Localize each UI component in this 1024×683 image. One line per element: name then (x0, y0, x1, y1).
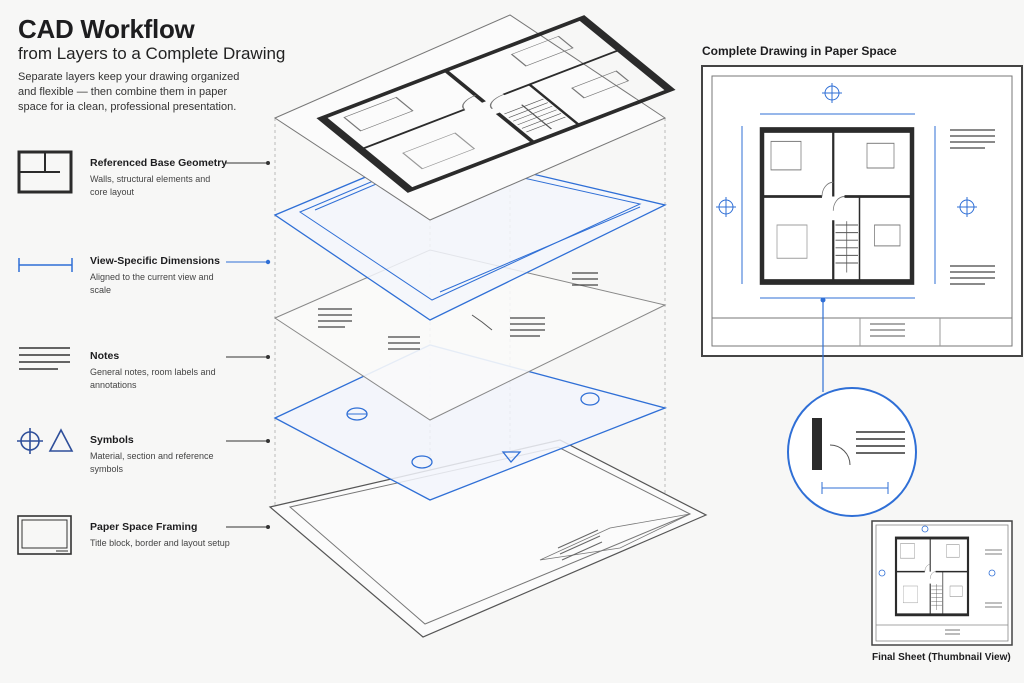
page-title: CAD Workflow (18, 14, 195, 44)
complete-drawing-sheet (701, 65, 1023, 357)
thumbnail-caption: Final Sheet (Thumbnail View) (872, 652, 1011, 663)
sheet-frame-icon (17, 515, 72, 555)
layer-symbols (273, 344, 668, 501)
legend-name: Notes (90, 350, 120, 362)
legend-desc: Title block, border and layout setup (90, 538, 230, 548)
intro-text: Separate layers keep your drawing organi… (18, 71, 240, 113)
dimension-line-icon (18, 258, 73, 272)
legend-desc: Aligned to the current view and scale (90, 272, 214, 295)
text-lines-icon (19, 347, 70, 370)
legend-desc: Walls, structural elements and core layo… (90, 174, 211, 197)
legend-name: Referenced Base Geometry (90, 157, 228, 169)
final-sheet-thumbnail (871, 520, 1013, 646)
legend-name: Paper Space Framing (90, 521, 198, 533)
layer-base-geometry (273, 15, 670, 221)
floor-plan-icon (17, 150, 73, 194)
legend-item-symbols: Symbols Material, section and reference … (90, 434, 230, 476)
legend-item-dimensions: View-Specific Dimensions Aligned to the … (90, 255, 230, 297)
layer-notes (273, 249, 667, 421)
legend-name: View-Specific Dimensions (90, 255, 220, 267)
legend-item-base-geometry: Referenced Base Geometry Walls, structur… (90, 157, 230, 199)
legend-item-paper-space: Paper Space Framing Title block, border … (90, 521, 230, 550)
legend-desc: General notes, room labels and annotatio… (90, 367, 216, 390)
legend-item-notes: Notes General notes, room labels and ann… (90, 350, 230, 392)
crosshair-triangle-icon (17, 428, 74, 454)
complete-drawing-title: Complete Drawing in Paper Space (702, 44, 897, 58)
legend-name: Symbols (90, 434, 134, 446)
page-subtitle: from Layers to a Complete Drawing (18, 44, 286, 63)
detail-magnifier (787, 387, 917, 517)
legend-desc: Material, section and reference symbols (90, 451, 214, 474)
